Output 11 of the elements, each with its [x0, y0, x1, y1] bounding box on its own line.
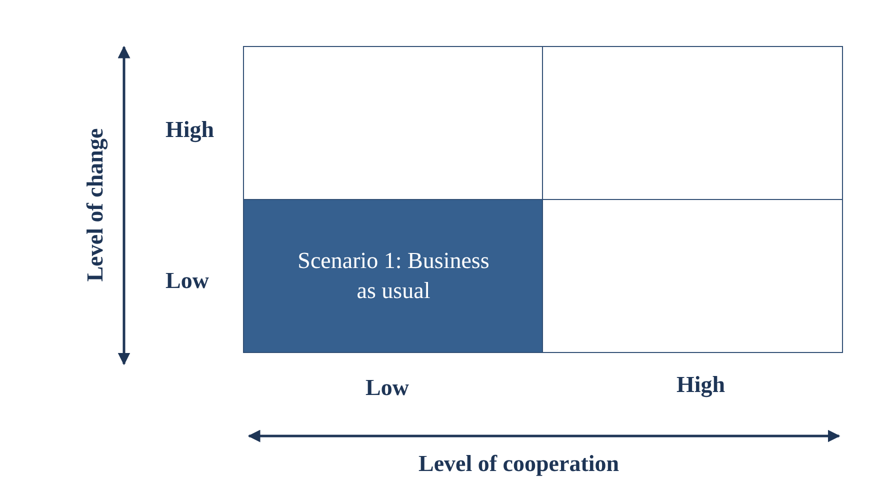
matrix-cell [542, 199, 843, 353]
axis-title: Level of cooperation [418, 451, 620, 477]
matrix-cell [243, 46, 544, 200]
scenario-cell [243, 199, 544, 353]
scenario-label: Scenario 1: Business as usual [296, 247, 490, 305]
axis-title: Level of change [82, 128, 108, 282]
axis-tick-label: Low [166, 268, 209, 294]
axis-tick-label: High [166, 117, 214, 143]
axis-tick-label: High [676, 372, 726, 398]
axis-tick-label: Low [366, 375, 409, 401]
matrix-cell [542, 46, 843, 200]
